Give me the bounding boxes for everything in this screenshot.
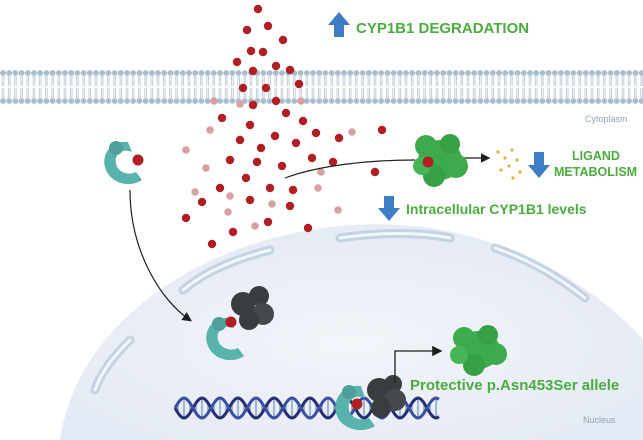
intracellular-label: Intracellular CYP1B1 levels	[406, 201, 587, 217]
receptor-free	[104, 141, 144, 185]
transcription-arrow	[394, 345, 443, 383]
cytoplasm-label: Cytoplasm	[585, 114, 628, 124]
arrow-up-icon	[328, 12, 350, 37]
degradation-label: CYP1B1 DEGRADATION	[356, 20, 529, 37]
nucleus-label: Nucleus	[583, 415, 616, 425]
plasma-membrane	[0, 70, 643, 104]
dna-bound-complex	[335, 375, 406, 431]
protective-allele-label: Protective p.Asn453Ser allele	[410, 377, 619, 394]
receptor-cofactor-complex	[206, 286, 274, 361]
degradation-indicator: CYP1B1 DEGRADATION	[328, 12, 529, 37]
metabolites	[496, 148, 522, 180]
translocation-arrow	[129, 189, 192, 322]
cyp1b1-product	[450, 325, 507, 376]
ligand-cloud	[181, 4, 387, 249]
ligand-label-line1: LIGAND	[572, 149, 620, 163]
arrow-down-icon	[528, 152, 550, 178]
metabolism-arrow	[284, 159, 416, 179]
ligand-label-line2: METABOLISM	[554, 165, 637, 179]
arrow-down-icon	[378, 196, 400, 221]
cyp1b1-enzyme	[413, 134, 468, 187]
